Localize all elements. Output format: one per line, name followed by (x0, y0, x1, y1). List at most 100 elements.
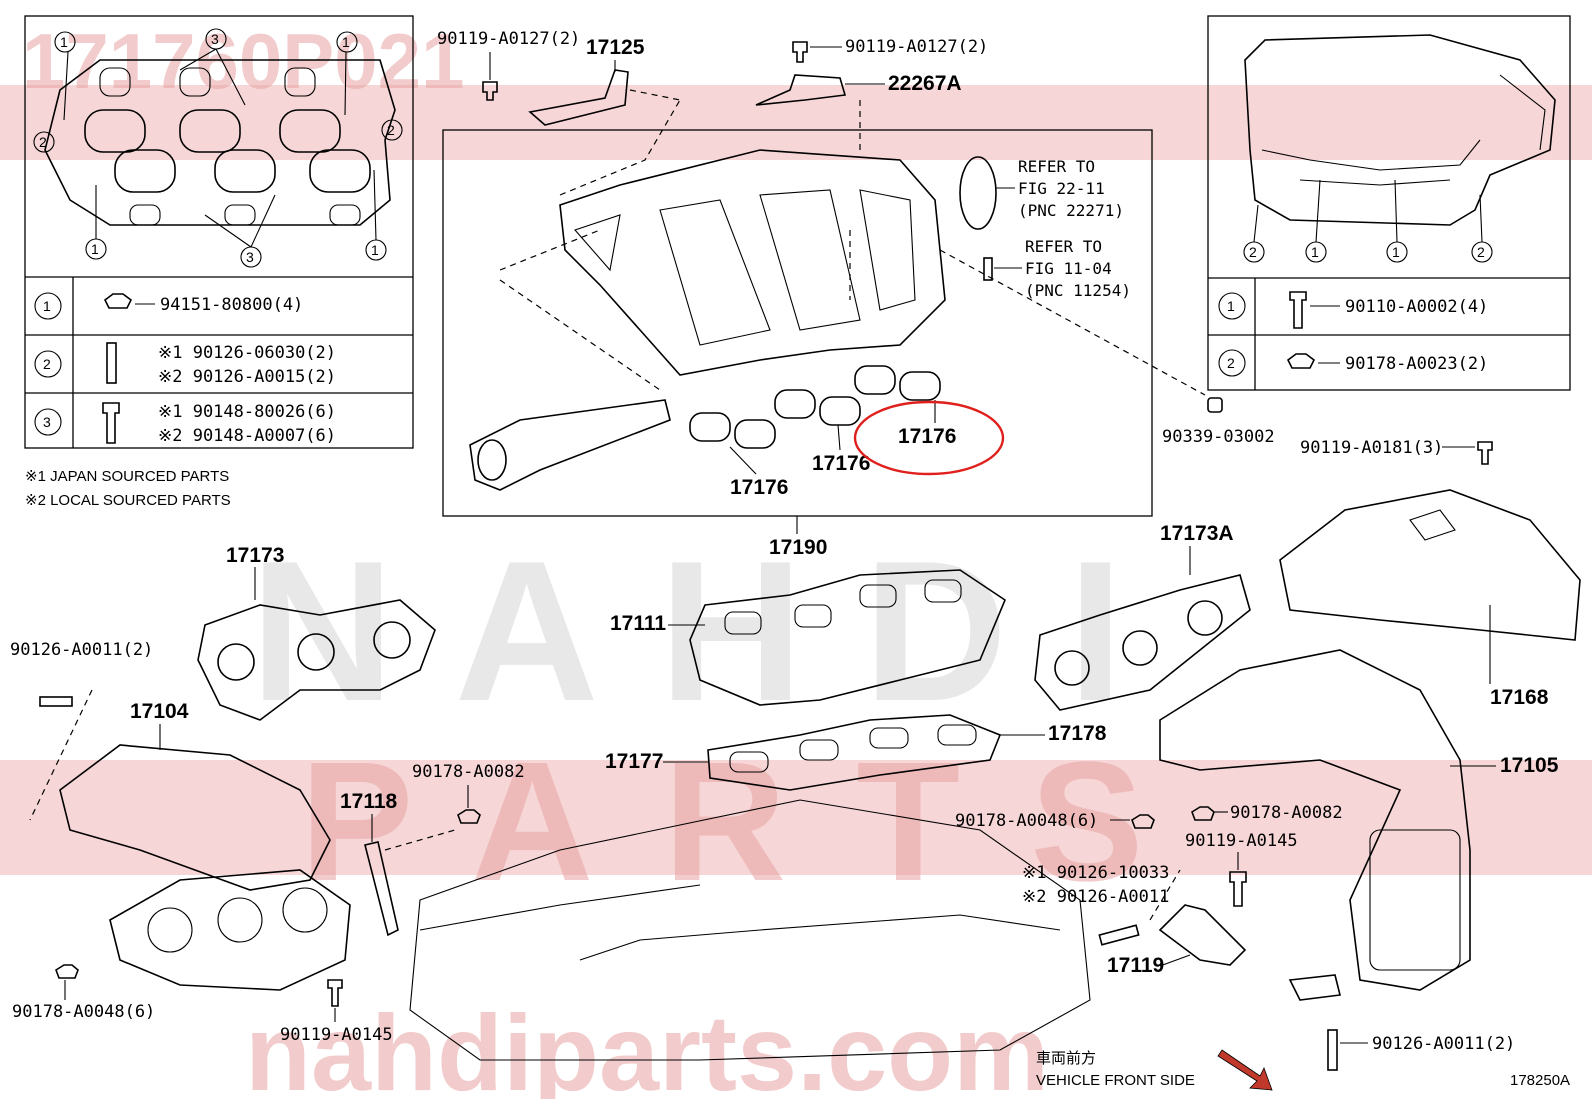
label-90126-a0011-mid: ※2 90126-A0011 (1022, 887, 1169, 907)
stud-icon (1327, 1029, 1338, 1071)
label-90126-10033: ※1 90126-10033 (1022, 863, 1169, 883)
exhaust-manifold-17104-flange (109, 869, 351, 991)
label-90119-a0181: 90119-A0181(3) (1300, 438, 1443, 458)
intake-manifold-assembly: REFER TO FIG 22-11 (PNC 22271) REFER TO … (442, 95, 1206, 517)
watermark-brand-top: NAHDI (250, 520, 1183, 743)
watermark-brand-mid: PARTS (300, 727, 1214, 917)
nut-icon (103, 293, 133, 309)
label-90119-a0127-right: 90119-A0127(2) (845, 37, 988, 57)
label-90119-a0145-right: 90119-A0145 (1185, 831, 1298, 851)
control-valve-drawing (469, 399, 671, 491)
front-direction-arrow-icon (1217, 1049, 1273, 1091)
intake-manifold-17111-drawing (689, 569, 1006, 706)
label-90178-a0048-left: 90178-A0048(6) (12, 1002, 155, 1022)
label-17118: 17118 (340, 790, 398, 813)
port-gaskets (689, 365, 941, 449)
bolt-icon (1477, 441, 1493, 465)
callout-1: 1 (342, 34, 350, 50)
callout-2: 2 (39, 134, 47, 150)
exhaust-gasket-17173-drawing (197, 599, 436, 721)
callout-3: 3 (246, 249, 254, 265)
label-90178-a0048-mid: 90178-A0048(6) (955, 811, 1098, 831)
label-22267a: 22267A (888, 72, 962, 95)
legend-index-1: 1 (43, 298, 51, 314)
plug-icon (1207, 397, 1223, 413)
intake-manifold-drawing (559, 149, 946, 376)
label-17190: 17190 (769, 536, 827, 559)
bracket-17119-drawing (1158, 904, 1247, 966)
inset-left-legend: 1 94151-80800(4) 2 ※1 90126-06030(2) ※2 … (34, 292, 336, 446)
bracket-17118-drawing (364, 841, 399, 937)
legend-index-3: 3 (43, 414, 51, 430)
nut-icon (1131, 814, 1155, 829)
refer-fig-22-11-line2: FIG 22-11 (1018, 179, 1105, 198)
exhaust-manifold-17104-drawing (59, 744, 331, 891)
label-90339-03002: 90339-03002 (1162, 427, 1275, 447)
highlight-circle-17176 (853, 400, 1005, 476)
intake-gasket-drawing (44, 59, 396, 226)
callout-2: 2 (387, 122, 395, 138)
legend-index-1: 1 (1227, 298, 1235, 314)
legend-1-part: 94151-80800(4) (160, 295, 303, 315)
watermark-band-mid (0, 760, 1592, 875)
bolt-icon (792, 41, 808, 63)
callout-2: 2 (1477, 244, 1485, 260)
refer-fig-22-11-line3: (PNC 22271) (1018, 201, 1124, 220)
bracket-22267a-drawing (755, 74, 847, 106)
label-17176-left: 17176 (730, 476, 788, 499)
note-local-sourced: ※2 LOCAL SOURCED PARTS (25, 492, 231, 509)
label-17173a: 17173A (1160, 522, 1234, 545)
bolt-icon (1289, 291, 1307, 329)
callout-1: 1 (60, 34, 68, 50)
legend-3-part-a: ※1 90148-80026(6) (158, 402, 336, 422)
label-17177: 17177 (605, 750, 663, 773)
legend-3-part-b: ※2 90148-A0007(6) (158, 426, 336, 446)
bolt-icon (482, 81, 498, 101)
callout-3: 3 (211, 31, 219, 47)
refer-fig-11-04-line1: REFER TO (1025, 237, 1102, 256)
inset-left: 1 3 1 2 2 1 3 1 1 94151-80800(4) 2 (24, 15, 414, 509)
inset-right-frame (1207, 15, 1571, 391)
stud-icon (39, 696, 73, 707)
legend-right-2-part: 90178-A0023(2) (1345, 354, 1488, 374)
label-90119-a0127-left: 90119-A0127(2) (437, 29, 580, 49)
label-90178-a0082-left: 90178-A0082 (412, 762, 525, 782)
label-17173: 17173 (226, 544, 284, 567)
label-17125: 17125 (586, 36, 645, 59)
nut-icon (457, 809, 481, 824)
watermark-band-top (0, 85, 1592, 160)
bolt-icon (102, 402, 120, 444)
legend-2-part-b: ※2 90126-A0015(2) (158, 367, 336, 387)
bottom-row-parts: ※1 90126-10033 ※2 90126-A0011 17119 9017… (12, 799, 1570, 1091)
intake-gaskets-17177-17178 (707, 714, 1002, 791)
label-17168: 17168 (1490, 686, 1549, 709)
refer-fig-11-04-line3: (PNC 11254) (1025, 281, 1131, 300)
throttle-gasket-ring (959, 156, 997, 230)
bracket-17105-foot (1288, 974, 1341, 1001)
top-row-parts: 90119-A0127(2) 17125 90119-A0127(2) 2226… (437, 29, 1493, 559)
middle-row-parts: 17173 17173A 17111 17168 90126-A0011(2) … (10, 489, 1581, 991)
watermark-part-number: 171760P021 (22, 17, 464, 105)
exhaust-heat-insulator-drawing (1244, 34, 1556, 226)
bolt-icon (1229, 871, 1247, 907)
legend-index-2: 2 (43, 356, 51, 372)
vehicle-front-label-jp: 車両前方 (1036, 1050, 1096, 1067)
label-90126-a0011-left: 90126-A0011(2) (10, 640, 153, 660)
note-japan-sourced: ※1 JAPAN SOURCED PARTS (25, 468, 229, 485)
legend-2-part-a: ※1 90126-06030(2) (158, 343, 336, 363)
label-90126-a0011-right: 90126-A0011(2) (1372, 1034, 1515, 1054)
label-17105: 17105 (1500, 754, 1559, 777)
stud-icon (106, 342, 117, 384)
watermark-url: nahdiparts.com (245, 992, 1049, 1099)
callout-1: 1 (91, 241, 99, 257)
callout-1: 1 (1392, 244, 1400, 260)
bolt-icon (327, 979, 343, 1007)
watermark-layer: 171760P021 NAHDI PARTS nahdiparts.com (0, 17, 1592, 1099)
figure-code: 178250A (1510, 1072, 1570, 1089)
bracket-17125-drawing (528, 69, 629, 126)
label-17104: 17104 (130, 700, 189, 723)
nut-icon (1286, 353, 1316, 369)
callout-2: 2 (1249, 244, 1257, 260)
